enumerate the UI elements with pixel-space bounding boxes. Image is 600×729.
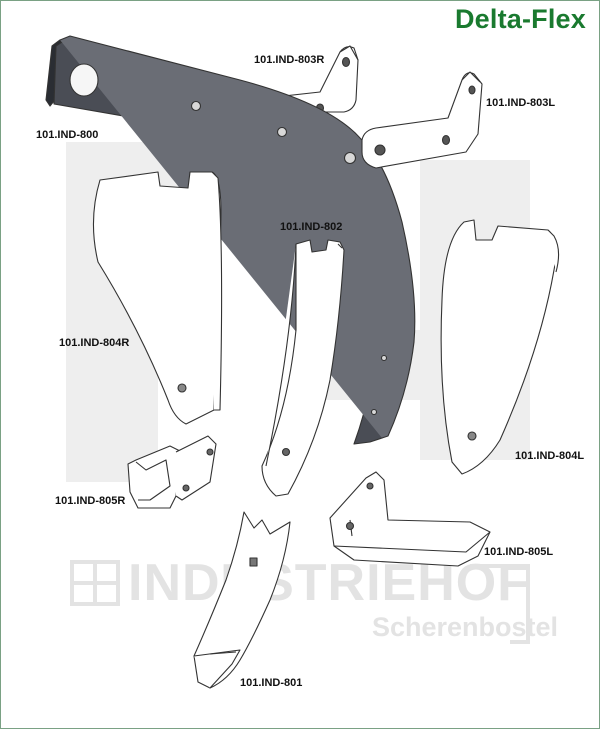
label-101-ind-804l: 101.IND-804L xyxy=(515,450,585,462)
part-802-shape xyxy=(261,239,345,497)
part-801-shape xyxy=(193,511,291,689)
watermark-city: Scherenbostel xyxy=(372,612,559,642)
part-804l-shape xyxy=(440,219,560,475)
part-803r-shape xyxy=(247,45,359,113)
label-101-ind-801: 101.IND-801 xyxy=(240,677,303,689)
part-804r-shape xyxy=(92,171,223,425)
label-101-ind-802: 101.IND-802 xyxy=(280,221,343,233)
label-101-ind-800: 101.IND-800 xyxy=(36,129,99,141)
part-805l-shape xyxy=(329,471,491,567)
label-101-ind-805r: 101.IND-805R xyxy=(55,495,126,507)
part-803l-shape xyxy=(361,71,483,169)
part-805r-shape xyxy=(127,435,217,509)
label-101-ind-803r: 101.IND-803R xyxy=(254,54,325,66)
label-101-ind-803l: 101.IND-803L xyxy=(486,97,556,109)
label-101-ind-804r: 101.IND-804R xyxy=(59,337,130,349)
label-101-ind-805l: 101.IND-805L xyxy=(484,546,554,558)
page-title: Delta-Flex xyxy=(454,4,586,34)
